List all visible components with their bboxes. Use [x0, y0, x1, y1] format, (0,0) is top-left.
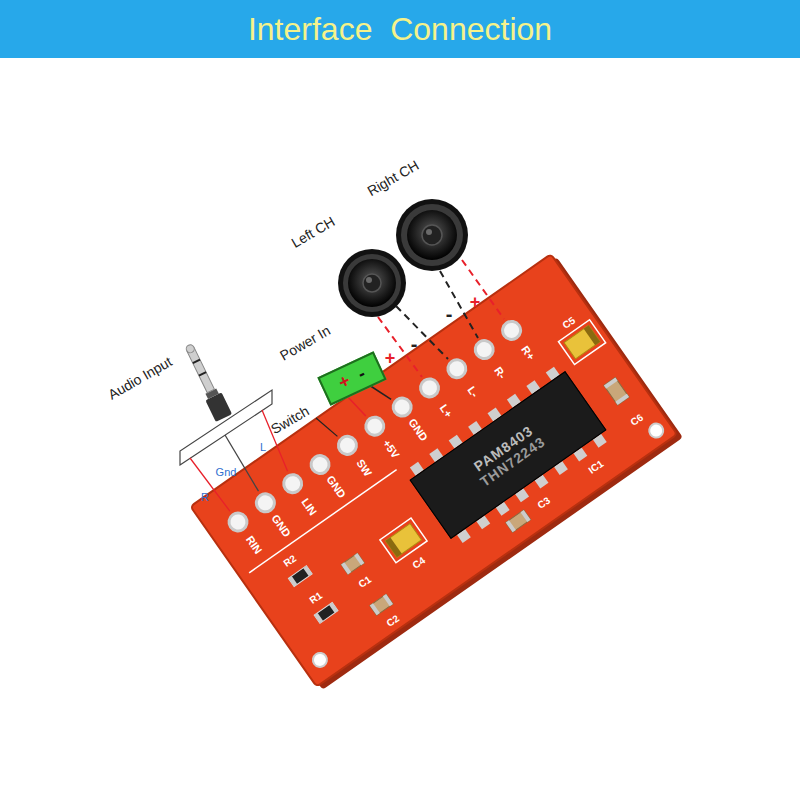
board [190, 254, 677, 687]
jack-bracket [180, 390, 272, 465]
annotation-label: Power In [277, 322, 333, 364]
capacitor-body [341, 553, 364, 574]
capacitor-symbol [341, 553, 364, 574]
capacitor-body [385, 524, 421, 558]
title-text: Interface Connection [248, 11, 552, 48]
pin-hole [280, 471, 305, 496]
jack-ring [198, 371, 206, 376]
pin-hole [390, 395, 415, 420]
capacitor-end [615, 394, 629, 405]
annotation-label: Left CH [288, 213, 337, 251]
node-text: + [335, 370, 353, 393]
pin-hole [335, 433, 360, 458]
mounting-hole [646, 421, 665, 440]
capacitor-end [520, 510, 530, 522]
pin-hole [225, 509, 250, 534]
capacitor-end [341, 562, 351, 574]
speaker-dome [422, 225, 442, 245]
wire [346, 395, 366, 416]
capacitor-band [385, 537, 401, 557]
capacitor-symbol [370, 594, 393, 615]
pcb-board [190, 252, 683, 691]
speaker-rim [396, 199, 468, 271]
speaker-dome [363, 274, 381, 292]
speaker-highlight [426, 229, 432, 235]
chip-legs [410, 367, 607, 543]
capacitor-body [564, 325, 600, 359]
pin-hole [253, 490, 278, 515]
leader-line [316, 418, 337, 436]
capacitor-symbol [604, 377, 629, 405]
resistor-symbol [288, 566, 312, 587]
resistor-end [329, 603, 338, 613]
capacitor-end [354, 553, 364, 565]
jack-pin-label: Gnd [216, 466, 237, 479]
jack-pin-label: L [260, 441, 266, 454]
speaker-surround [343, 254, 401, 312]
speaker-highlight [366, 277, 372, 283]
resistor-end [314, 613, 323, 623]
pin-hole [499, 318, 524, 343]
polarity-mark: - [411, 333, 418, 356]
pin-hole [472, 337, 497, 362]
speaker-surround [401, 204, 463, 266]
annotation-label: Right CH [364, 157, 421, 199]
polarity-mark: + [385, 348, 396, 369]
capacitor-end [506, 520, 516, 532]
resistor-body [288, 566, 312, 587]
capacitor-symbol [506, 510, 531, 532]
resistor-end [288, 576, 297, 586]
silk-line [249, 470, 396, 573]
pin-hole [444, 356, 469, 381]
mounting-hole [310, 650, 329, 669]
speaker-wire [462, 260, 504, 319]
jack-ring [192, 359, 200, 364]
speaker-wire [396, 306, 448, 359]
capacitor-end [604, 377, 618, 388]
capacitor-end [383, 594, 393, 606]
audio-jack [180, 341, 232, 422]
capacitor-band [584, 325, 600, 345]
jack-tip [185, 343, 196, 354]
annotation-label: Audio Input [105, 353, 174, 402]
capacitor-body [370, 594, 393, 615]
pin-hole [308, 452, 333, 477]
wire [369, 385, 391, 399]
speaker-icon [396, 199, 468, 271]
wire [225, 435, 259, 491]
resistor-body [314, 603, 338, 624]
polarity-mark: + [470, 292, 481, 313]
polarity-mark: - [446, 303, 453, 326]
resistor-symbol [314, 603, 338, 624]
capacitor-end [370, 603, 380, 615]
node-text: - [355, 363, 369, 384]
capacitor-body [506, 510, 531, 532]
capacitor-body [604, 377, 629, 405]
pin-hole [362, 414, 387, 439]
speaker-cone [348, 259, 396, 307]
resistor-end [303, 566, 312, 576]
jack-pin-label: R [201, 491, 209, 504]
speaker-cone [407, 210, 457, 260]
jack-plug [187, 348, 214, 393]
pin-hole [417, 375, 442, 400]
